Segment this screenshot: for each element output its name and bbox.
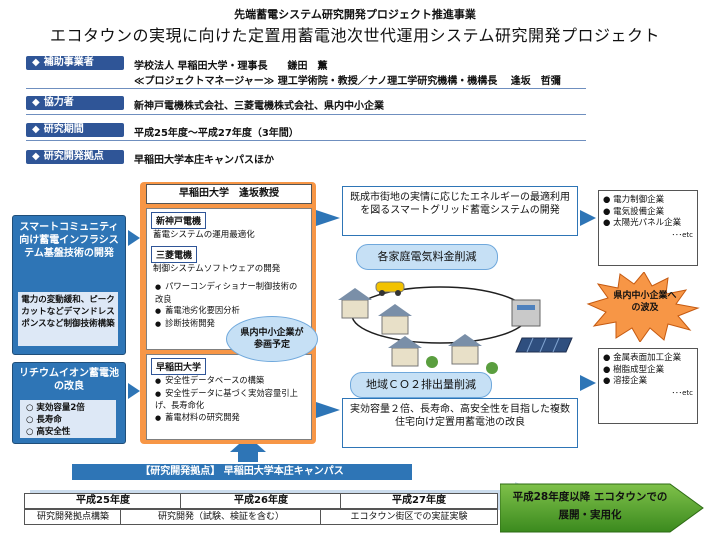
waseda-bullets-2: 安全性データベースの構築 安全性データに基づく実効容量引上げ、長寿命化 蓄電材料…: [155, 375, 305, 424]
house-icon: [338, 288, 372, 319]
task-25: 研究開発拠点構築: [24, 509, 122, 525]
info-label-period: ◆研究期間: [26, 123, 124, 137]
storage-battery-icon: [511, 299, 541, 327]
eco-town-illustration: [338, 281, 573, 374]
tag-mitsubishi: 三菱電機: [151, 246, 198, 263]
list-item: 安全性データベースの構築: [155, 375, 305, 388]
circle-bullet-icon: ○: [26, 403, 37, 413]
info-value-site: 早稲田大学本庄キャンパスほか: [134, 155, 274, 166]
center-header: 早稲田大学 逢坂教授: [146, 184, 312, 204]
list-item: ● 電力制御企業: [603, 195, 665, 205]
center-upper-panel: 新神戸電機 蓄電システムの運用最適化 三菱電機 制御システムソフトウェアの開発 …: [146, 208, 312, 350]
diamond-icon: ◆: [32, 57, 40, 68]
house-icon: [448, 334, 482, 365]
solar-panel-icon: [515, 337, 573, 353]
shinkobe-text: 蓄電システムの運用最適化: [153, 230, 255, 240]
bullet-icon: ●: [603, 206, 614, 217]
callout-smartgrid: 既成市街地の実情に応じたエネルギーの最適利用を図るスマートグリッド蓄電システムの…: [342, 186, 578, 236]
bullet-icon: ●: [603, 364, 614, 375]
mitsubishi-text: 制御システムソフトウェアの開発: [153, 264, 281, 274]
info-value-period: 平成25年度～平成27年度（3年間）: [134, 128, 299, 139]
tree-icon: [486, 362, 498, 374]
house-icon: [378, 304, 412, 335]
bullet-icon: ●: [603, 218, 614, 228]
list-item: ○ 高安全性: [26, 427, 71, 437]
list-item: 蓄電材料の研究開発: [155, 412, 305, 425]
waseda-bullets-1: パワーコンディショナー制御技術の改良 蓄電池劣化要因分析 診断技術開発: [155, 281, 305, 330]
oval-electricity: 各家庭電気料金削減: [356, 244, 498, 270]
project-subtitle: 先端蓄電システム研究開発プロジェクト推進事業: [234, 8, 476, 21]
divider: [26, 88, 586, 89]
year-27: 平成27年度: [340, 493, 498, 509]
firms-top-box: ● 電力制御企業 ● 電気設備企業 ● 太陽光パネル企業 ･･･etc: [598, 190, 698, 266]
list-item: ● 電気設備企業: [603, 206, 665, 217]
info-value-pm: ≪プロジェクトマネージャー≫ 理工学術院・教授／ナノ理工学研究機構・機構長 逢坂…: [134, 76, 561, 87]
task-26: 研究開発（試験、検証を含む）: [120, 509, 322, 525]
smart-community-panel: スマートコミュニティ向け蓄電インフラシステム基盤技術の開発 電力の変動緩和、ピー…: [12, 215, 126, 355]
tag-waseda: 早稲田大学: [151, 358, 207, 375]
smb-oval: 県内中小企業が参画予定: [226, 316, 318, 362]
diamond-icon: ◆: [32, 97, 40, 108]
year-26: 平成26年度: [180, 493, 342, 509]
tag-shinkobe: 新神戸電機: [151, 212, 207, 229]
list-item: パワーコンディショナー制御技術の改良: [155, 281, 305, 305]
electric-car-icon: [375, 281, 405, 296]
oval-co2: 地域ＣＯ２排出量削減: [350, 372, 492, 398]
circle-bullet-icon: ○: [26, 415, 37, 425]
firms-bottom-box: ● 金属表面加工企業 ● 樹脂成型企業 ● 溶接企業 ･･･etc: [598, 348, 698, 424]
info-value-partners: 新神戸電機株式会社、三菱電機株式会社、県内中小企業: [134, 101, 384, 112]
task-27: エコタウン街区での実証実験: [320, 509, 498, 525]
list-item: ● 溶接企業: [603, 376, 648, 386]
callout-battery: 実効容量２倍、長寿命、高安全性を目指した複数住宅向け定置用蓄電池の改良: [342, 398, 578, 448]
center-lower-panel: 早稲田大学 安全性データベースの構築 安全性データに基づく実効容量引上げ、長寿命…: [146, 354, 312, 440]
site-banner: 【研究開発拠点】 早稲田大学本庄キャンパス: [72, 464, 412, 480]
info-value-subsidy: 学校法人 早稲田大学・理事長 鎌田 薫: [134, 61, 328, 72]
smart-community-title: スマートコミュニティ向け蓄電インフラシステム基盤技術の開発: [19, 222, 119, 259]
future-label: 平成28年度以降 エコタウンでの展開・実用化: [512, 491, 668, 521]
ripple-starburst: [586, 272, 700, 342]
info-label-site: ◆研究開発拠点: [26, 150, 124, 164]
info-label-subsidy: ◆補助事業者: [26, 56, 124, 70]
info-label-partners: ◆協力者: [26, 96, 124, 110]
bullet-icon: ●: [603, 195, 614, 205]
list-item: ○ 実効容量2倍: [26, 403, 85, 413]
list-item: 安全性データに基づく実効容量引上げ、長寿命化: [155, 388, 305, 412]
smart-community-desc: 電力の変動緩和、ピークカットなどデマンドレスポンスなど制御技術構築: [17, 291, 119, 347]
bullet-icon: ●: [603, 353, 614, 363]
lithium-panel: リチウムイオン蓄電池の改良 ○ 実効容量2倍 ○ 長寿命 ○ 高安全性: [12, 362, 126, 444]
house-icon: [388, 336, 422, 367]
list-item: ● 金属表面加工企業: [603, 353, 682, 363]
tree-icon: [426, 356, 438, 368]
list-item: ○ 長寿命: [26, 415, 62, 425]
list-item: ● 太陽光パネル企業: [603, 218, 682, 228]
etc-label: ･･･etc: [671, 230, 693, 239]
list-item: ● 樹脂成型企業: [603, 364, 665, 375]
bullet-icon: ●: [603, 376, 614, 386]
divider: [26, 114, 586, 115]
list-item: 蓄電池劣化要因分析: [155, 305, 305, 318]
circle-bullet-icon: ○: [26, 427, 37, 437]
lithium-list: ○ 実効容量2倍 ○ 長寿命 ○ 高安全性: [19, 399, 117, 439]
divider: [26, 140, 586, 141]
project-title: エコタウンの実現に向けた定置用蓄電池次世代運用システム研究開発プロジェクト: [49, 26, 661, 45]
diamond-icon: ◆: [32, 151, 40, 162]
future-arrow: [500, 483, 704, 533]
year-25: 平成25年度: [24, 493, 182, 509]
diamond-icon: ◆: [32, 124, 40, 135]
etc-label: ･･･etc: [671, 388, 693, 397]
center-frame: 早稲田大学 逢坂教授 新神戸電機 蓄電システムの運用最適化 三菱電機 制御システ…: [140, 182, 316, 444]
list-item: 診断技術開発: [155, 318, 305, 331]
ripple-label: 県内中小企業への波及: [613, 291, 677, 313]
lithium-title: リチウムイオン蓄電池の改良: [19, 368, 119, 392]
